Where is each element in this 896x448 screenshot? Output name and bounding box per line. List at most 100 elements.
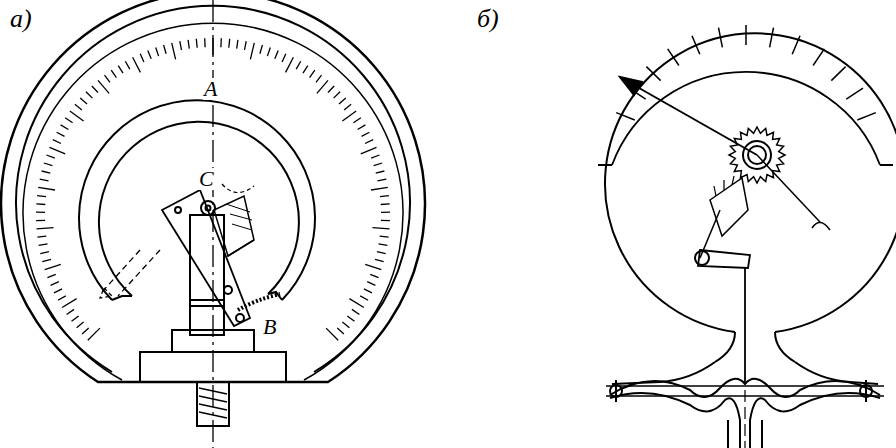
scale-tick — [792, 36, 800, 55]
scale-tick — [228, 39, 230, 48]
scale-tick — [367, 282, 375, 286]
scale-tick — [342, 111, 356, 121]
scale-tick — [40, 252, 49, 254]
scale-tick — [172, 43, 176, 60]
scale-tick — [831, 67, 845, 81]
scale-tick — [770, 28, 774, 48]
scale-tick — [326, 328, 338, 340]
scale-tick — [358, 125, 366, 130]
scale-tick — [362, 132, 370, 136]
scale-tick — [75, 104, 82, 110]
scale-tick — [365, 140, 373, 144]
scale-tick — [54, 289, 62, 293]
scale-tick — [668, 49, 679, 66]
scale-tick — [310, 70, 315, 77]
scale-tick — [50, 147, 66, 154]
point-label: B — [262, 316, 277, 338]
scale-tick — [42, 171, 51, 173]
scale-tick — [334, 92, 341, 98]
scale-tick — [296, 61, 301, 69]
scale-tick — [220, 38, 222, 47]
scale-tick — [61, 125, 69, 130]
scale-tick — [846, 88, 863, 99]
scale-tick — [37, 228, 54, 229]
scale-tick — [360, 296, 368, 300]
scale-tick — [53, 140, 61, 144]
scale-tick — [58, 296, 66, 300]
scale-tick — [377, 252, 386, 254]
scale-tick — [365, 264, 381, 269]
scale-tick — [196, 39, 198, 48]
scale-tick — [125, 61, 130, 69]
panel-letter: а) — [10, 6, 32, 32]
bourdon-gauge — [1, 0, 425, 448]
scale-tick — [381, 220, 390, 222]
scale-tick — [813, 49, 824, 66]
scale-tick — [39, 244, 48, 246]
scale-tick — [375, 259, 384, 261]
scale-tick — [156, 48, 159, 57]
scale-tick — [371, 155, 379, 158]
scale-tick — [745, 25, 747, 45]
scale-tick — [36, 212, 45, 213]
scale-tick — [62, 299, 77, 308]
scale-tick — [342, 322, 349, 328]
scale-tick — [337, 328, 344, 334]
scale-tick — [70, 111, 84, 121]
scale-tick — [82, 328, 89, 334]
diaphragm-gauge — [598, 25, 896, 448]
scale-tick — [111, 70, 116, 77]
scale-tick — [275, 50, 278, 58]
scale-tick — [381, 203, 390, 205]
scale-tick — [344, 104, 351, 110]
scale-tick — [47, 274, 55, 277]
scale-tick — [105, 75, 111, 82]
scale-tick — [374, 163, 383, 166]
scale-tick — [237, 40, 238, 49]
scale-tick — [282, 54, 286, 62]
scale-tick — [42, 259, 51, 261]
scale-tick — [339, 98, 346, 104]
scale-tick — [57, 132, 65, 136]
scale-tick — [380, 236, 389, 237]
scale-tick — [44, 163, 53, 166]
scale-tick — [267, 48, 270, 57]
scale-tick — [40, 179, 49, 181]
scale-tick — [371, 187, 388, 190]
scale-tick — [37, 236, 46, 237]
scale-tick — [692, 36, 700, 55]
scale-tick — [349, 299, 364, 308]
scale-tick — [140, 54, 144, 62]
scale-tick — [118, 66, 123, 74]
scale-tick — [180, 41, 182, 50]
scale-tick — [37, 196, 46, 197]
scale-tick — [188, 40, 189, 49]
scale-tick — [204, 38, 206, 47]
scale-tick — [65, 118, 73, 123]
scale-tick — [86, 92, 93, 98]
point-label: C — [198, 168, 215, 190]
scale-tick — [47, 155, 55, 158]
scale-tick — [379, 244, 388, 246]
panel-letter: б) — [477, 6, 499, 32]
scale-tick — [303, 66, 308, 74]
scale-tick — [250, 43, 254, 60]
scale-tick — [164, 45, 167, 54]
scale-tick — [616, 113, 635, 120]
scale-tick — [245, 41, 247, 50]
scale-tick — [72, 316, 79, 321]
scale-tick — [51, 282, 59, 286]
scale-tick — [148, 50, 151, 58]
scale-tick — [45, 264, 61, 269]
scale-tick — [98, 80, 109, 93]
scale-tick — [376, 171, 385, 173]
scale-tick — [38, 187, 55, 190]
scale-tick — [67, 309, 75, 314]
scale-tick — [361, 147, 377, 154]
scale-tick — [36, 203, 45, 205]
scale-tick — [347, 316, 354, 321]
scale-tick — [317, 80, 328, 93]
scale-tick — [36, 220, 45, 222]
scale-tick — [133, 57, 141, 72]
scale-tick — [353, 118, 361, 123]
